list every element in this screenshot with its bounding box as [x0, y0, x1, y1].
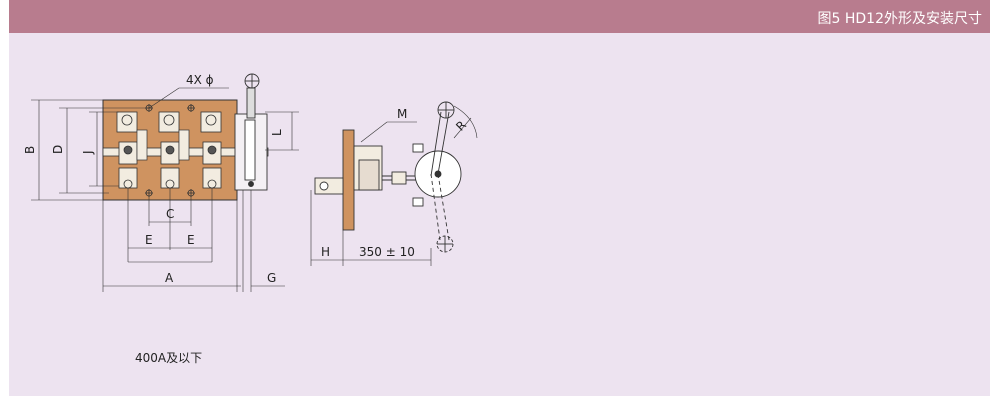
side-view — [314, 101, 462, 253]
dim-E2-label: E — [187, 233, 195, 247]
dim-G-label: G — [267, 271, 276, 285]
dim-C-label: C — [166, 207, 174, 221]
figure-panel: 图5 HD12外形及安装尺寸 — [9, 0, 990, 396]
switch-dimension-drawing: 4X ϕ B D J L C E E A G M R H 350 ± 10 — [23, 73, 478, 292]
dim-J-label: J — [81, 150, 95, 155]
dim-M-label: M — [397, 107, 407, 121]
dim-E1-label: E — [145, 233, 153, 247]
figure-caption: 400A及以下 — [135, 351, 203, 365]
pole-2 — [158, 111, 180, 189]
dim-B-label: B — [23, 146, 37, 154]
holes-label: 4X ϕ — [186, 73, 214, 87]
dim-350-label: 350 ± 10 — [359, 245, 415, 259]
dim-H-label: H — [321, 245, 330, 259]
pole-3 — [200, 111, 222, 189]
figure-header: 图5 HD12外形及安装尺寸 — [9, 0, 990, 33]
dim-A-label: A — [165, 271, 174, 285]
figure-title: 图5 HD12外形及安装尺寸 — [817, 11, 982, 27]
dim-D-label: D — [51, 145, 65, 154]
dim-R-label: R — [453, 118, 469, 134]
pole-1 — [116, 111, 138, 189]
operating-handle — [234, 73, 268, 191]
dim-L-label: L — [270, 129, 284, 136]
